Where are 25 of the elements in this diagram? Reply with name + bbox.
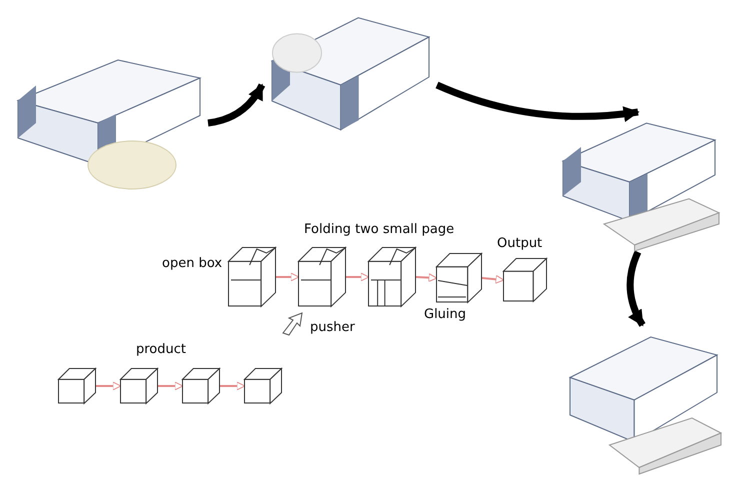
- box-line-drawing: [244, 368, 282, 404]
- box-line-drawing: [182, 368, 220, 404]
- arrow: [207, 83, 266, 126]
- step-label: product: [136, 341, 186, 359]
- box-line-drawing: [298, 247, 346, 307]
- step-caption: open box: [162, 255, 222, 273]
- arrow: [482, 274, 504, 284]
- step-caption: Output: [497, 235, 542, 253]
- box-line-drawing: [228, 247, 276, 307]
- arrow: [436, 82, 640, 122]
- arrow: [346, 272, 370, 282]
- arrow: [626, 250, 646, 327]
- arrow: [416, 273, 438, 282]
- box-line-drawing: [58, 368, 96, 404]
- box-line-drawing: [368, 247, 416, 307]
- arrow: [220, 382, 246, 390]
- box-line-drawing: [120, 368, 158, 404]
- box-line-drawing: [436, 253, 482, 303]
- arrow: [276, 272, 300, 282]
- step-label: Folding two small page: [304, 221, 454, 239]
- box-line-drawing: [503, 258, 547, 302]
- arrow: [158, 382, 184, 390]
- step-label: pusher: [310, 319, 355, 337]
- step-caption: Gluing: [424, 306, 466, 324]
- arrow: [96, 382, 122, 390]
